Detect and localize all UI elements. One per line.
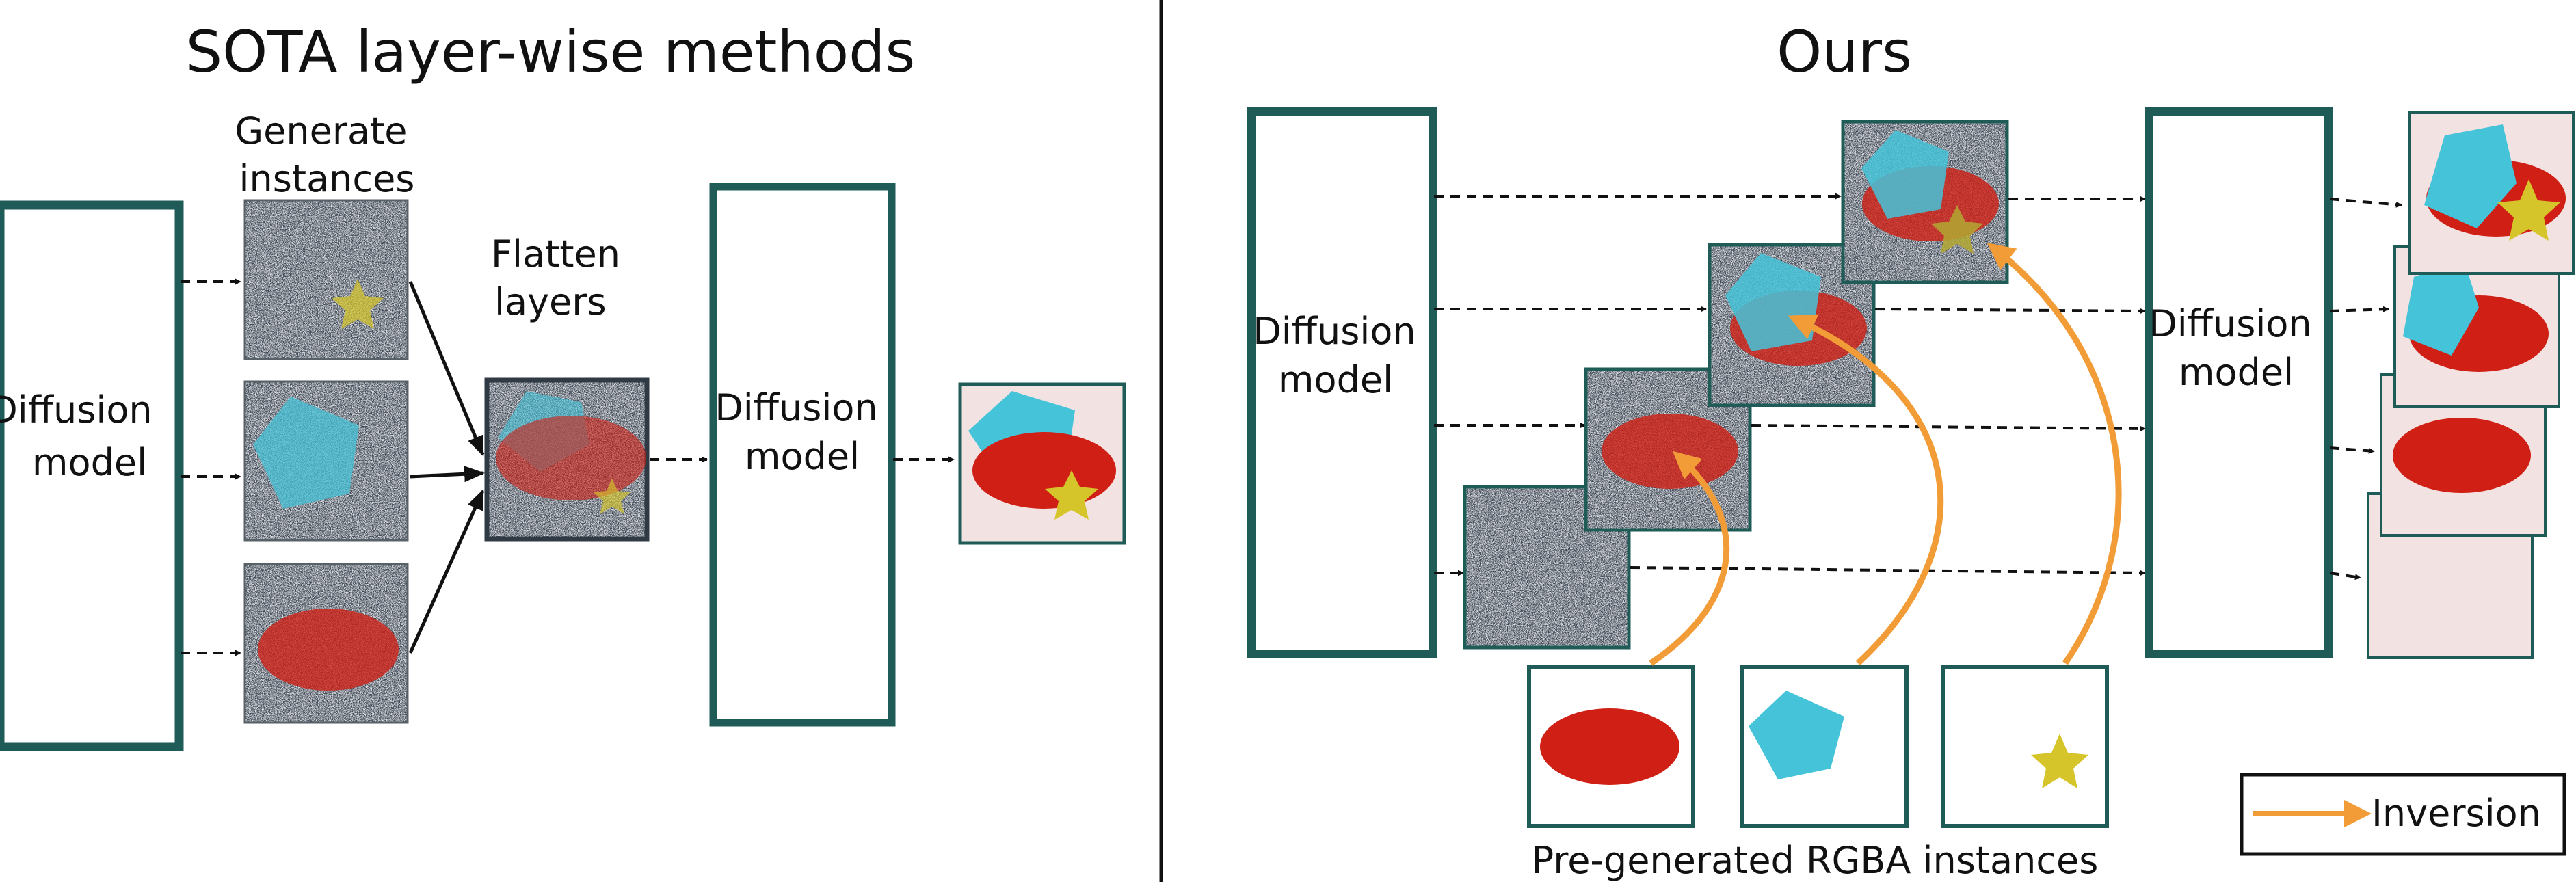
left-diffusion-model-label: Diffusion model: [0, 388, 164, 484]
ours-second-diffusion-model-box: [2145, 107, 2333, 658]
rgba-instance-ellipse: [1527, 665, 1695, 828]
arrow-model-to-output-4: [2329, 572, 2361, 580]
arrow-flatten-3: [408, 489, 485, 654]
left-panel-second-diffusion-model-box: [709, 183, 896, 727]
noisy-instance-pentagon: [243, 380, 409, 542]
inversion-arrow-ellipse: [1649, 451, 1730, 666]
right-panel-title: Ours: [1777, 18, 1912, 85]
legend-inversion-label: Inversion: [2372, 792, 2541, 835]
noisy-instance-ellipse: [243, 563, 409, 724]
generate-instances-label: Generate instances: [235, 109, 419, 200]
flatten-layers-label: Flatten layers: [491, 232, 632, 323]
legend: Inversion: [2240, 773, 2566, 856]
ours-first-diffusion-model-label: Diffusion model: [1253, 310, 1428, 401]
rgba-instances-caption: Pre-generated RGBA instances: [1532, 839, 2099, 882]
ours-second-diffusion-model-label: Diffusion model: [2149, 302, 2324, 394]
arrow-model-to-output-1: [2329, 198, 2402, 208]
output-layer-1-star: [2408, 111, 2575, 275]
noisy-instance-star: [243, 199, 409, 360]
noisy-step-4-star: [1841, 120, 2009, 284]
left-panel-second-diffusion-model-label: Diffusion model: [715, 386, 890, 478]
rgba-instance-pentagon: [1740, 665, 1909, 828]
arrow-step-1-to-model: [1630, 566, 2146, 576]
left-output-image: [958, 382, 1126, 545]
rgba-instance-star: [1941, 665, 2109, 828]
left-diffusion-model-box: [0, 200, 184, 751]
arrow-step-2-to-model: [1751, 424, 2146, 432]
arrow-model-to-output-3: [2329, 446, 2375, 454]
right-panel: Ours Diffusion model: [1247, 18, 2575, 882]
ours-first-diffusion-model-box: [1247, 107, 1437, 658]
inversion-arrow-star: [1987, 243, 2122, 665]
arrow-flatten-2: [410, 466, 485, 483]
left-panel-title: SOTA layer-wise methods: [186, 18, 915, 85]
arrow-model-to-output-2: [2329, 306, 2389, 312]
inversion-arrow-pentagon: [1788, 314, 1944, 666]
arrow-step-3-to-model: [1874, 308, 2146, 315]
left-panel: SOTA layer-wise methods Diffusion model …: [0, 18, 1126, 751]
arrow-flatten-1: [408, 281, 485, 457]
flattened-noisy-image: [484, 377, 650, 542]
